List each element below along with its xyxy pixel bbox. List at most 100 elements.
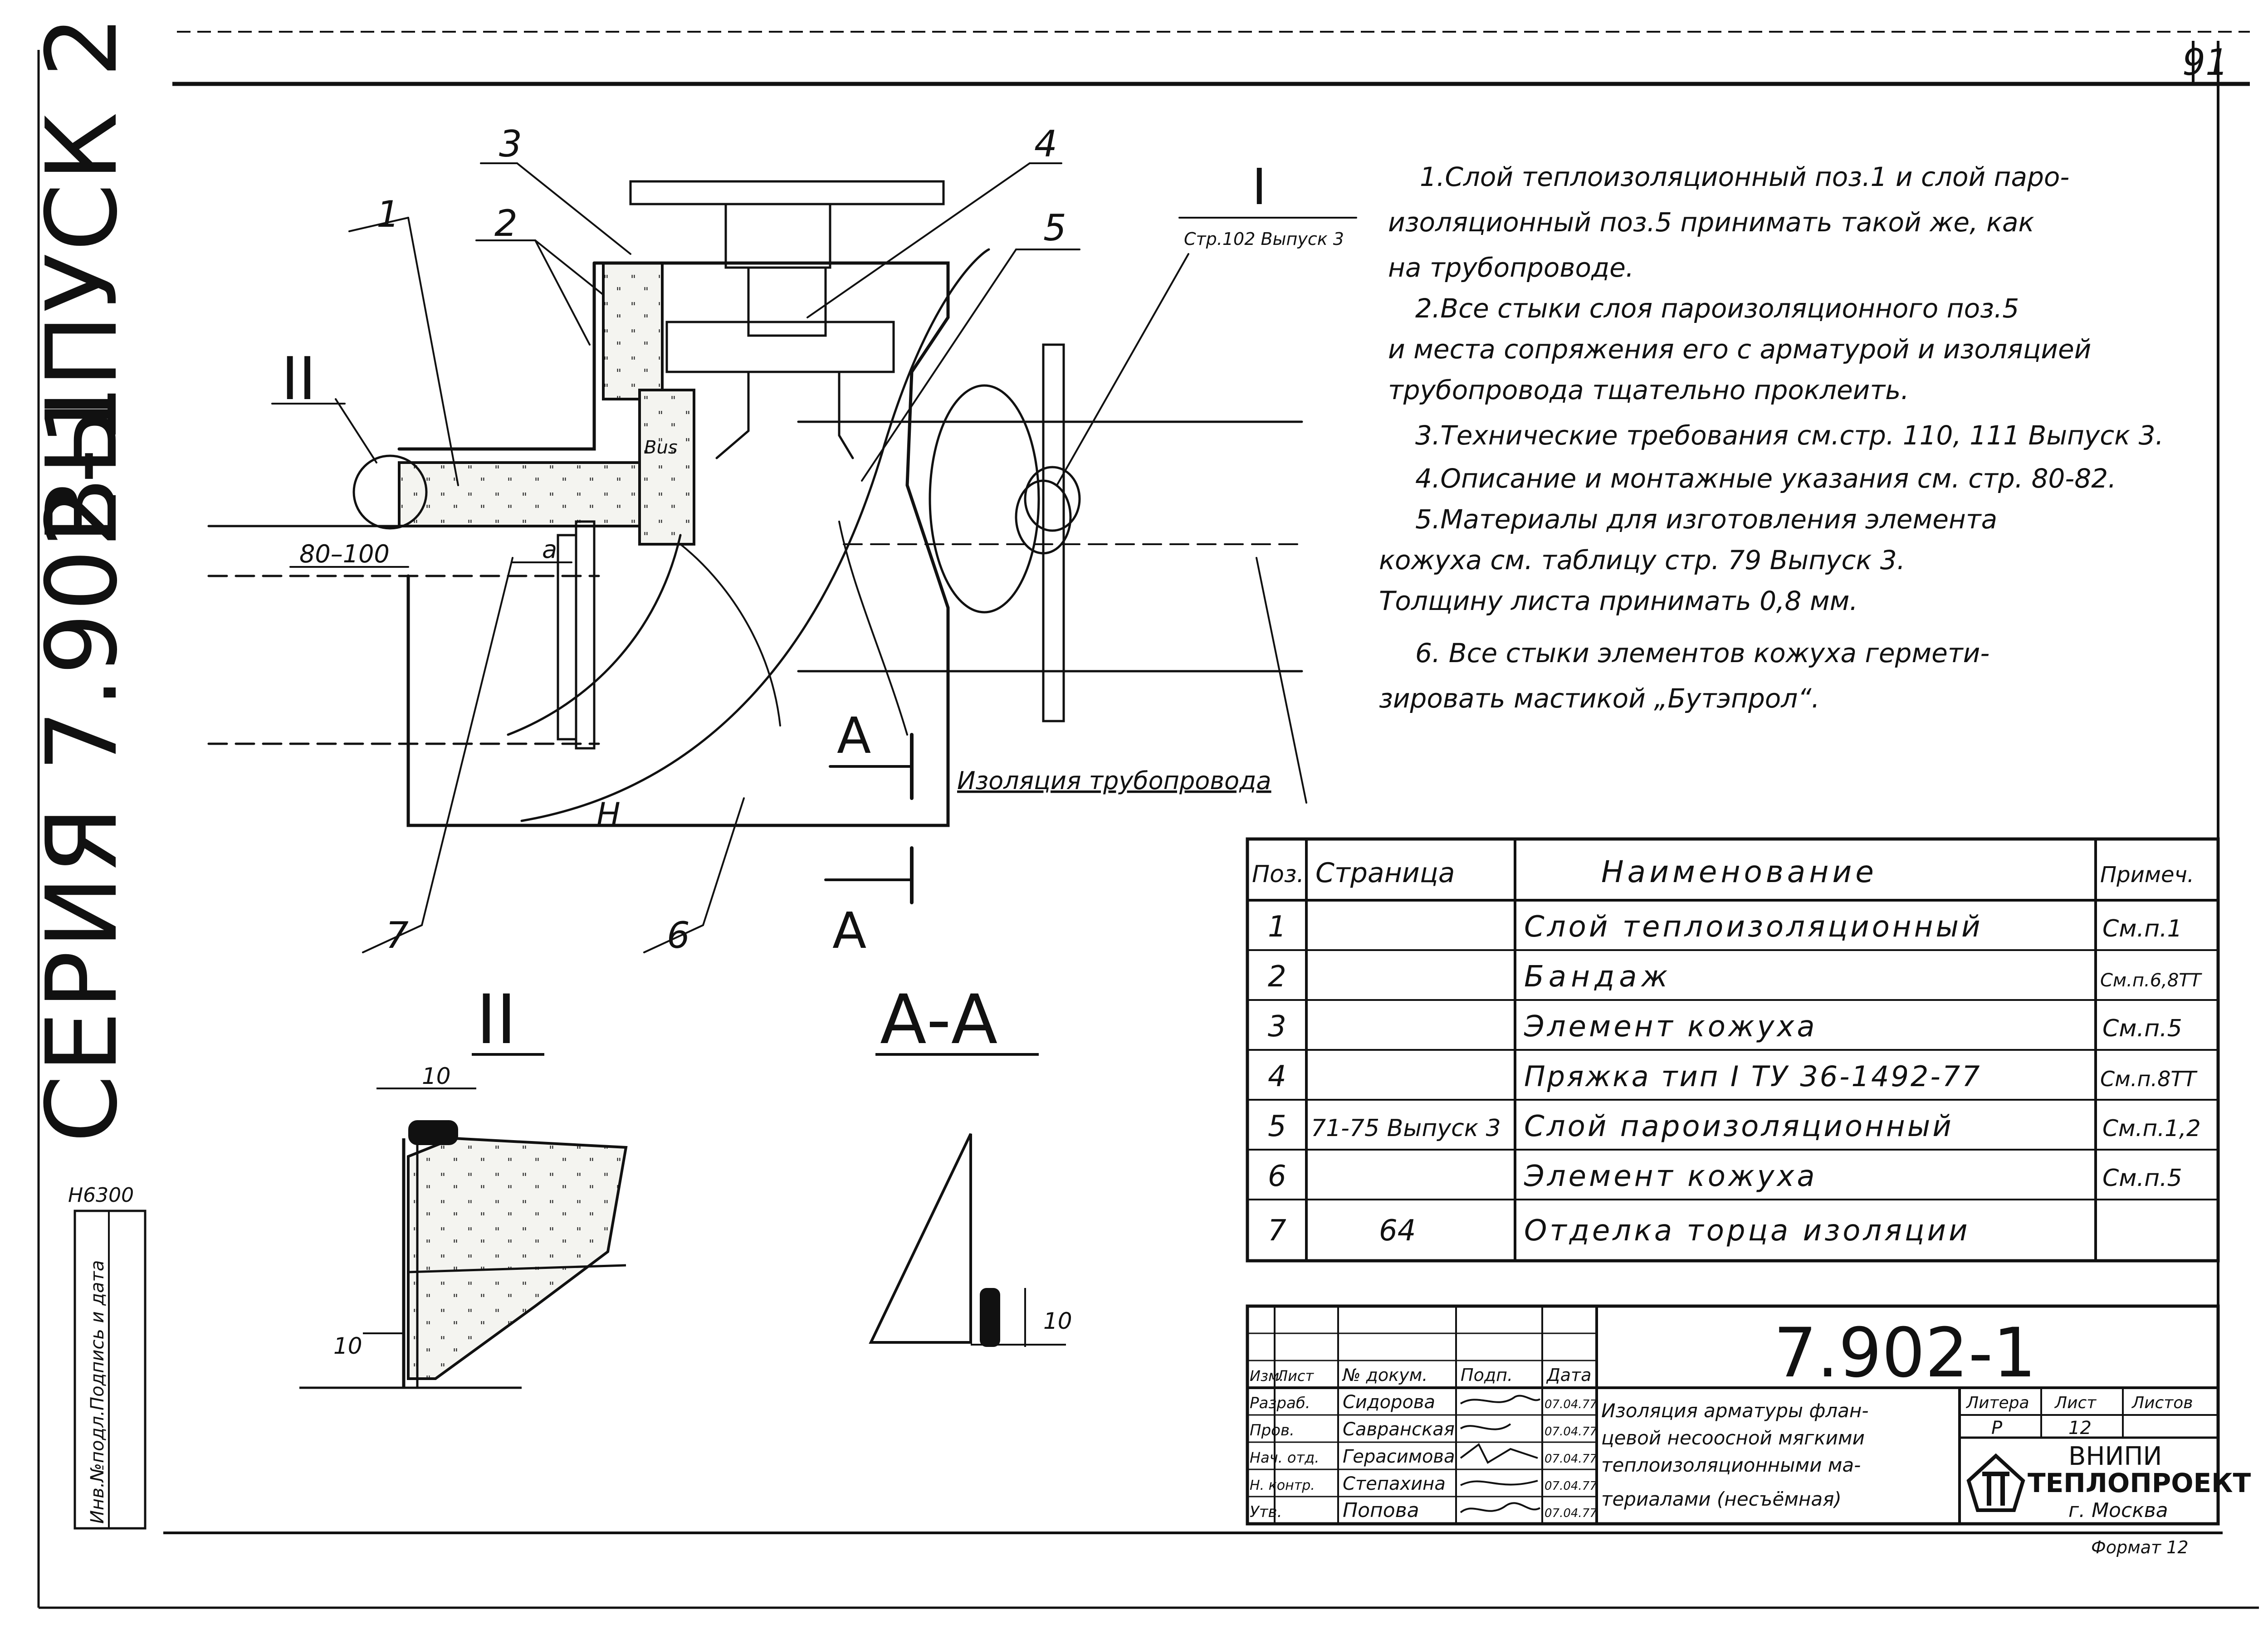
tb-h-doc: № докум. xyxy=(1342,1365,1427,1385)
tb-stage-h-lists: Листов xyxy=(2131,1394,2193,1412)
cut-letter-bottom: А xyxy=(832,902,866,960)
section-ref-one: Стр.102 Выпуск 3 xyxy=(1184,229,1344,249)
row5-name: Слой пароизоляционный xyxy=(1524,1110,1954,1143)
stamp-label-sign: Подпись и дата xyxy=(87,1260,108,1410)
note-line-11: Толщину листа принимать 0,8 мм. xyxy=(1379,585,1858,616)
callout-6: 6 xyxy=(667,914,690,956)
org-name-2: ТЕПЛОПРОЕКТ xyxy=(2028,1468,2251,1498)
doc-number: 7.902-1 xyxy=(1774,1314,2036,1393)
cut-letter-top: А xyxy=(837,707,871,765)
tb-name-2: Савранская xyxy=(1343,1419,1455,1440)
row1-name: Слой теплоизоляционный xyxy=(1524,910,1983,944)
note-line-5: и места сопряжения его с арматурой и изо… xyxy=(1388,334,2091,365)
stamp-label-inv: Инв.№подл. xyxy=(87,1410,108,1524)
parts-table: Поз. Страница Наименование Примеч. 1 Сло… xyxy=(1246,837,2220,1263)
stamp-code: Н6300 xyxy=(68,1184,134,1207)
row4-pos: 4 xyxy=(1268,1060,1286,1093)
callout-7: 7 xyxy=(386,914,409,956)
main-assembly-view: 1 2 3 4 5 7 6 I Стр.102 Выпуск 3 II 80–1… xyxy=(207,123,1357,960)
section-mark-one: I xyxy=(1252,158,1266,216)
tb-name-3: Герасимова xyxy=(1343,1446,1455,1467)
note-line-8: 4.Описание и монтажные указания см. стр.… xyxy=(1415,463,2116,494)
row2-name: Бандаж xyxy=(1524,960,1672,994)
row7-pos: 7 xyxy=(1268,1214,1286,1248)
callout-2: 2 xyxy=(494,202,518,244)
tb-name-5: Попова xyxy=(1343,1499,1419,1522)
row1-note: См.п.1 xyxy=(2102,915,2182,942)
page-number: 91 xyxy=(2182,41,2229,83)
org-name: ВНИПИ xyxy=(2068,1442,2162,1471)
note-line-13: зировать мастикой „Бутэпрол“. xyxy=(1379,683,1820,714)
tb-desc-1: Изоляция арматуры флан- xyxy=(1601,1400,1868,1422)
tb-h-date: Дата xyxy=(1546,1365,1591,1385)
callout-4: 4 xyxy=(1034,123,1057,165)
tb-date-3: 07.04.77 xyxy=(1545,1452,1597,1466)
tb-role-2: Пров. xyxy=(1250,1421,1295,1439)
dim-letter-h: Н xyxy=(596,796,621,833)
callout-1: 1 xyxy=(376,193,400,235)
insulation-layer-fill xyxy=(398,461,650,527)
tb-desc-4: териалами (несъёмная) xyxy=(1601,1488,1842,1510)
row6-pos: 6 xyxy=(1268,1160,1286,1193)
row6-note: См.п.5 xyxy=(2102,1165,2182,1192)
callout-3: 3 xyxy=(499,123,522,165)
issue-title: ВЫПУСК 2 xyxy=(25,14,139,544)
tb-stage-list: 12 xyxy=(2068,1418,2092,1439)
org-logo xyxy=(1966,1453,2025,1512)
tb-desc-3: теплоизоляционными ма- xyxy=(1601,1454,1861,1476)
tb-date-5: 07.04.77 xyxy=(1545,1507,1597,1520)
org-city: г. Москва xyxy=(2068,1499,2168,1522)
tb-desc-2: цевой несоосной мягкими xyxy=(1601,1427,1865,1449)
sheet-frame xyxy=(37,31,2259,1609)
tb-stage-lit: Р xyxy=(1991,1418,2003,1439)
callout-5: 5 xyxy=(1043,207,1066,249)
side-title: СЕРИЯ 7.902-1 ВЫПУСК 2 xyxy=(25,14,139,1143)
notes-block: 1.Слой теплоизоляционный поз.1 и слой па… xyxy=(1379,161,2164,714)
row3-name: Элемент кожуха xyxy=(1524,1010,1818,1044)
row6-name: Элемент кожуха xyxy=(1524,1160,1818,1193)
row5-note: См.п.1,2 xyxy=(2102,1115,2201,1141)
section-dim-right: 10 xyxy=(1043,1308,1072,1334)
note-line-9: 5.Материалы для изготовления элемента xyxy=(1415,504,1997,535)
tb-role-3: Нач. отд. xyxy=(1250,1449,1319,1466)
note-line-2: изоляционный поз.5 принимать такой же, к… xyxy=(1388,207,2034,238)
dim-overlap: 80–100 xyxy=(299,540,390,568)
detail-dim-top: 10 xyxy=(422,1063,451,1089)
note-line-6: трубопровода тщательно проклеить. xyxy=(1388,375,1909,405)
th-name: Наименование xyxy=(1601,854,1877,889)
row5-pos: 5 xyxy=(1268,1110,1286,1143)
tb-h-izm: Изм. xyxy=(1250,1367,1284,1385)
sheet-format: Формат 12 xyxy=(2091,1537,2189,1557)
side-stamp: Н6300 Инв.№подл. Подпись и дата xyxy=(68,1184,147,1530)
note-line-3: на трубопроводе. xyxy=(1388,252,1634,283)
title-block: Изм. Лист № докум. Подп. Дата Разраб. Си… xyxy=(1246,1304,2251,1526)
note-line-7: 3.Технические требования см.стр. 110, 11… xyxy=(1415,420,2164,451)
tb-name-1: Сидорова xyxy=(1343,1392,1435,1413)
th-page: Страница xyxy=(1315,857,1455,889)
row3-note: См.п.5 xyxy=(2102,1015,2182,1042)
note-line-4: 2.Все стыки слоя пароизоляционного поз.5 xyxy=(1415,293,2019,324)
tb-role-1: Разраб. xyxy=(1250,1394,1310,1412)
row1-pos: 1 xyxy=(1268,910,1286,944)
note-line-12: 6. Все стыки элементов кожуха гермети- xyxy=(1415,638,1989,668)
section-title: А-А xyxy=(880,980,997,1059)
section-view-aa: А-А 10 xyxy=(869,980,1072,1347)
tb-name-4: Степахина xyxy=(1343,1473,1446,1494)
tb-date-4: 07.04.77 xyxy=(1545,1479,1597,1493)
pipe-insulation-label: Изоляция трубопровода xyxy=(957,766,1271,795)
tb-stage-h-list: Лист xyxy=(2054,1394,2097,1412)
section-mark-two: II xyxy=(281,344,316,413)
tb-h-sign: Подп. xyxy=(1461,1365,1513,1385)
row3-pos: 3 xyxy=(1268,1010,1286,1044)
tb-role-4: Н. контр. xyxy=(1250,1478,1315,1493)
detail-dim-left: 10 xyxy=(333,1333,362,1359)
series-title: СЕРИЯ 7.902-1 xyxy=(25,383,139,1143)
row4-note: См.п.8ТТ xyxy=(2100,1067,2198,1091)
tb-h-list: Лист xyxy=(1276,1367,1314,1385)
tb-date-2: 07.04.77 xyxy=(1545,1425,1597,1439)
row7-page: 64 xyxy=(1379,1214,1416,1248)
tb-date-1: 07.04.77 xyxy=(1545,1398,1597,1411)
note-line-10: кожуха см. таблицу стр. 79 Выпуск 3. xyxy=(1379,545,1905,576)
th-pos: Поз. xyxy=(1252,861,1304,888)
